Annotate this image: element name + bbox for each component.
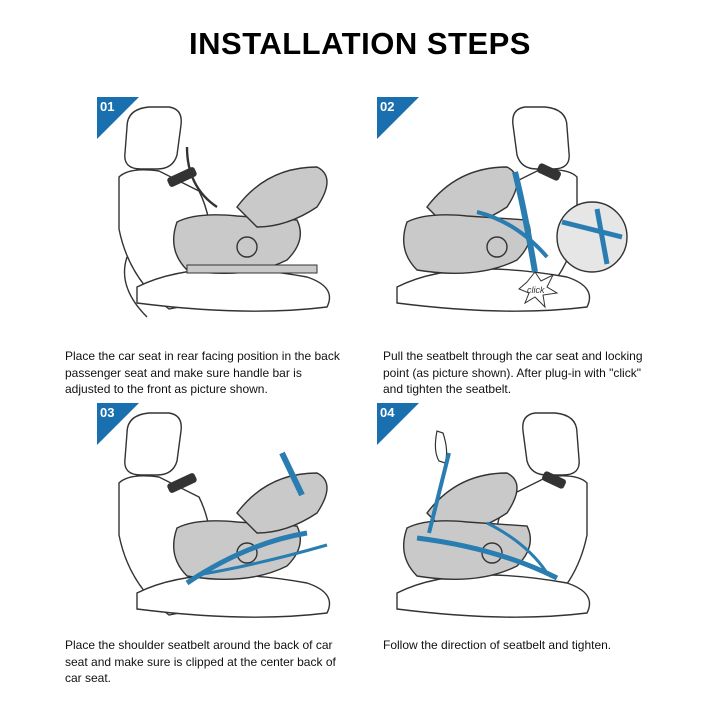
car-seat-illustration: click [396,106,628,312]
step-badge: 01 [97,97,139,139]
step-description: Place the shoulder seatbelt around the b… [65,638,336,685]
car-seat-illustration [396,412,591,618]
step-badge: 03 [97,403,139,445]
step-1: 01 Place the car seat in rear facing pos… [65,97,437,397]
step-number: 02 [380,99,395,114]
step-4: 04 Follow the direction of seatbelt and … [377,403,717,703]
car-seat-illustration [118,106,331,318]
click-callout: click [527,285,545,295]
page-title: INSTALLATION STEPS [189,26,531,61]
step-badge: 04 [377,403,419,445]
car-seat-illustration [118,412,331,618]
step-number: 03 [100,405,115,420]
step-3: 03 Place the shoulder seatbelt around th… [65,403,437,703]
step-description: Place the car seat in rear facing positi… [65,349,340,396]
step-number: 01 [100,99,115,114]
step-description: Follow the direction of seatbelt and tig… [383,638,612,652]
step-badge: 02 [377,97,419,139]
step-description: Pull the seatbelt through the car seat a… [383,349,643,396]
step-2: 02 click Pull the seatbelt through the c… [377,97,717,397]
step-number: 04 [380,405,395,420]
